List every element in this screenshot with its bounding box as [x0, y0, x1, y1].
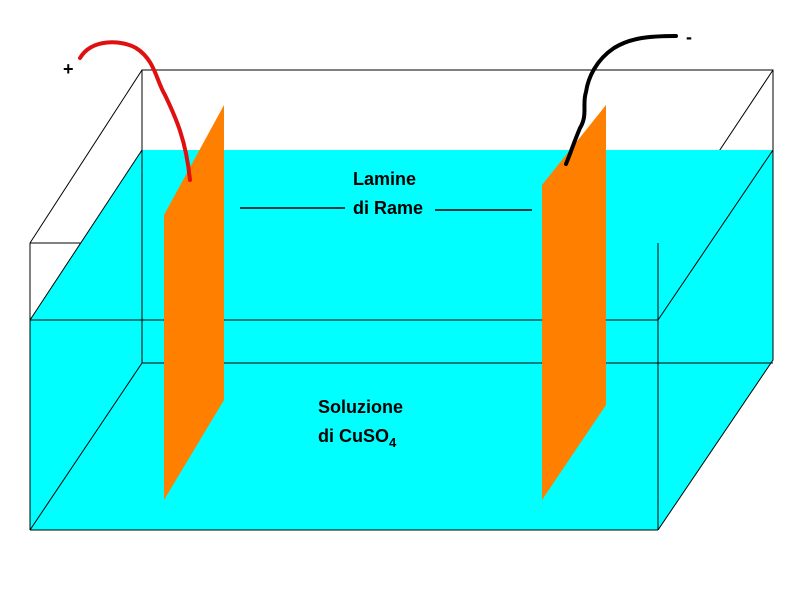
solution-formula-subscript: 4 [389, 435, 397, 450]
tank-bottom-left-edge [29, 362, 143, 531]
copper-plate-right [542, 105, 606, 500]
solution-label-line2: di CuSO4 [318, 426, 396, 449]
positive-terminal-sign: + [63, 59, 74, 79]
tank-bottom-right-edge [657, 359, 774, 531]
electrodes-label-line1: Lamine [353, 169, 417, 189]
negative-terminal-sign: - [686, 27, 692, 47]
negative-wire [564, 34, 678, 166]
copper-plate-left [164, 105, 224, 500]
positive-wire [78, 40, 192, 182]
solution-formula: di CuSO [318, 426, 389, 446]
solution-surface-right-edge [657, 149, 774, 321]
solution-right-side [658, 150, 773, 530]
solution-surface-left-edge [29, 149, 143, 321]
solution-label-line1: Soluzione [318, 397, 403, 417]
electrodes-label-line2: di Rame [353, 198, 424, 218]
tank-left-top-edge [29, 69, 143, 244]
